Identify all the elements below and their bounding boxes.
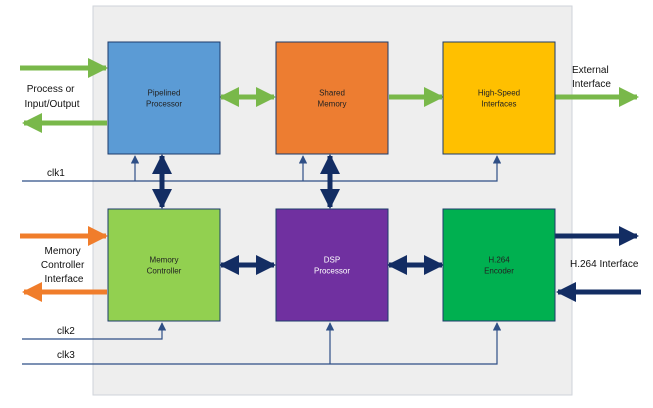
clk3-label: clk3	[57, 350, 75, 361]
memory-controller-interface-label: Memory Controller Interface	[41, 246, 87, 285]
process-io-label: Process or Input/Output	[24, 84, 79, 110]
block-label-line: Processor	[314, 267, 350, 276]
clock-lines	[22, 155, 502, 365]
mci-line-1: Memory	[45, 246, 81, 257]
block-label-line: Interfaces	[481, 100, 516, 109]
mci-line-2: Controller	[41, 260, 85, 271]
block-label-line: High-Speed	[478, 89, 520, 98]
block-box	[107, 41, 221, 155]
block-label-line: Memory	[318, 100, 347, 109]
block-label: DSP Processor	[314, 256, 350, 276]
external-interface-label: External Interface	[572, 65, 611, 90]
block-label-line: Controller	[147, 267, 182, 276]
block-box	[275, 208, 389, 322]
block-dsp-processor: DSP Processor	[275, 208, 389, 322]
block-box	[442, 41, 556, 155]
clk1-line	[22, 155, 502, 182]
block-box	[275, 41, 389, 155]
external-interface-line-1: External	[572, 65, 609, 76]
mci-line-3: Interface	[45, 274, 84, 285]
block-label-line: Processor	[146, 100, 182, 109]
clk2-label: clk2	[57, 326, 75, 337]
clk2-line	[22, 322, 167, 340]
h264-interface-label: H.264 Interface	[570, 259, 639, 270]
block-label-line: Memory	[150, 256, 179, 265]
clk3-line	[22, 322, 502, 365]
block-box	[107, 208, 221, 322]
process-io-line-1: Process or	[27, 84, 75, 95]
block-label-line: Pipelined	[148, 89, 181, 98]
block-label-line: Encoder	[484, 267, 514, 276]
block-label-line: H.264	[488, 256, 510, 265]
process-io-line-2: Input/Output	[24, 99, 79, 110]
block-label-line: DSP	[324, 256, 340, 265]
block-label-line: Shared	[319, 89, 345, 98]
block-box	[442, 208, 556, 322]
external-interface-line-2: Interface	[572, 79, 611, 90]
clk1-label: clk1	[47, 168, 65, 179]
